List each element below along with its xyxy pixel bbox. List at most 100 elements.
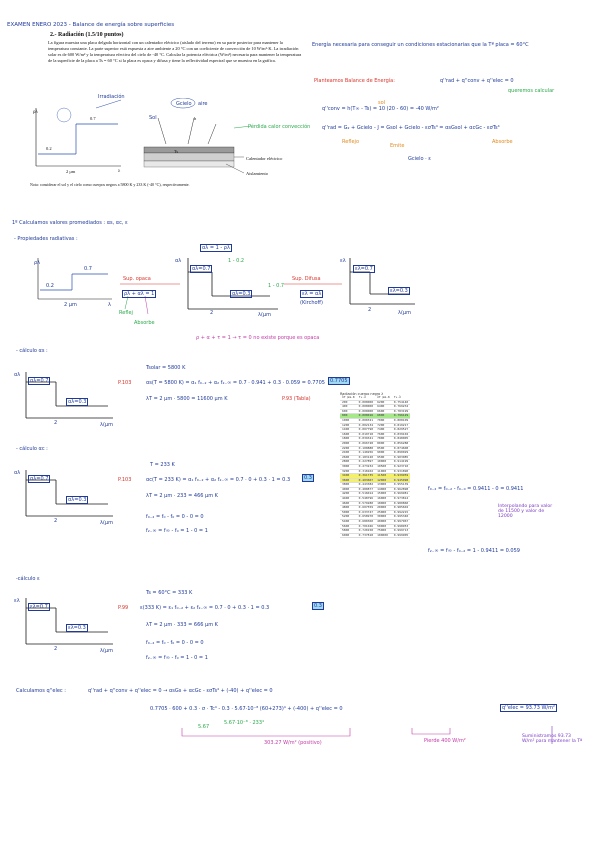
props-diagram bbox=[37, 258, 342, 315]
epsc-top: ελ=0.7 bbox=[28, 603, 50, 611]
table-cell: 0.516014 bbox=[356, 491, 376, 498]
props-rho-v2: 0.2 bbox=[46, 283, 54, 289]
table-cell: 7400 bbox=[375, 428, 392, 433]
props-rho-label: ρλ bbox=[34, 260, 41, 266]
ac-eq: αc(T = 233 K) = α₁ f₀₋₂ + α₂ f₂₋∞ = 0.7 … bbox=[146, 477, 291, 483]
table-cell: 0.680360 bbox=[356, 519, 376, 525]
table-cell: 2400 bbox=[340, 450, 357, 456]
table-col-header: λT μm·K bbox=[340, 395, 357, 401]
table-cell: 6800 bbox=[375, 414, 392, 419]
as-result: 0.7705 bbox=[328, 377, 350, 385]
alpha-x: 2 bbox=[210, 310, 214, 316]
eps-axis-label: ελ bbox=[340, 258, 346, 264]
problem-figure bbox=[35, 98, 252, 174]
epsc-bottom: ελ=0.3 bbox=[66, 624, 88, 632]
table-cell: 7200 bbox=[375, 423, 392, 429]
table-cell: 3000 bbox=[340, 464, 357, 470]
fig-sun: Sol bbox=[149, 115, 157, 121]
table-cell: 0.985602 bbox=[391, 505, 411, 511]
table-cell: 8500 bbox=[375, 446, 392, 452]
table-cell: 5000 bbox=[340, 510, 357, 516]
table-cell: 0.808109 bbox=[391, 417, 411, 424]
fig-air: aire bbox=[198, 101, 208, 107]
problem-note: Nota: considerar el sol y el cielo como … bbox=[30, 182, 190, 187]
table-cell: 0.000000 bbox=[356, 408, 376, 415]
table-cell: 0.737818 bbox=[356, 532, 376, 539]
eps-title: -cálculo ε bbox=[16, 576, 40, 582]
table-col-header: λT μm·K bbox=[375, 395, 392, 401]
table-cell: 1400 bbox=[340, 428, 357, 433]
ac-f1: f₀₋₂ = f₀ - f₀ = 0 - 0 = 0 bbox=[146, 514, 204, 520]
table-col-header: f₀₋λ bbox=[356, 395, 376, 401]
interp-note: Interpolando para valor de 11500 y valor… bbox=[498, 504, 553, 519]
table-cell: 0.039341 bbox=[356, 436, 376, 442]
fig-x: 2 μm bbox=[66, 169, 76, 174]
table-cell: 0.273232 bbox=[356, 463, 376, 470]
table-cell: 0.607559 bbox=[356, 505, 376, 511]
absorbe-label: Absorbe bbox=[134, 320, 155, 326]
table-cell: 0.796129 bbox=[391, 413, 411, 419]
rad-label-refl: Reflejo bbox=[342, 139, 359, 145]
fig-ts: Ts bbox=[174, 149, 179, 154]
table-cell: 40000 bbox=[375, 519, 392, 525]
final-braces bbox=[181, 726, 553, 744]
as-tsun: Tsolar = 5800 K bbox=[146, 365, 186, 371]
eps-f2: f₂₋∞ = f∞ - f₀ = 1 - 0 = 1 bbox=[146, 655, 208, 661]
goal-note: Energía necesaria para conseguir un cond… bbox=[312, 42, 529, 48]
table-cell: 0.973814 bbox=[391, 496, 411, 502]
table-cell: 0.720158 bbox=[356, 528, 376, 534]
final-eq2: 0.7705 · 600 + 0.3 · σ · Tc⁴ - 0.3 · 5.6… bbox=[150, 706, 343, 712]
fig-heater: Calentador eléctrico bbox=[246, 156, 283, 161]
table-cell: 0.819217 bbox=[391, 422, 411, 429]
table-cell: 0.995340 bbox=[391, 514, 411, 520]
rad-label-emit: Emite bbox=[390, 143, 405, 149]
table-cell: 5600 bbox=[340, 524, 357, 530]
eps-lt: λT = 2 μm · 333 = 666 μm K bbox=[146, 622, 218, 628]
table-cell: 0.903085 bbox=[391, 454, 411, 461]
table-cell: 11000 bbox=[375, 469, 392, 475]
fig-sky: Gcielo bbox=[176, 101, 192, 107]
table-cell: 0.227897 bbox=[356, 459, 376, 465]
alpha-r2: 1 - 0.7 bbox=[268, 283, 285, 289]
table-cell: 13000 bbox=[375, 483, 392, 488]
rad-label-gcielo: Gcielo · ε bbox=[408, 156, 432, 162]
final-eq3: q''elec = 93.73 W/m² bbox=[500, 704, 557, 712]
plate bbox=[143, 146, 235, 154]
alpha-axis-label: αλ bbox=[175, 258, 182, 264]
table-cell: 2600 bbox=[340, 455, 357, 461]
props-rho-axis: λ bbox=[108, 302, 111, 308]
final-title: Calculamos q''elec : bbox=[16, 688, 66, 694]
table-cell: 6200 bbox=[375, 400, 392, 406]
table-cell: 0.140256 bbox=[356, 450, 376, 456]
ac-result: 0.3 bbox=[302, 474, 314, 482]
kirchhoff: (Kirchoff) bbox=[300, 300, 323, 306]
problem-body: La figura muestra una placa delgada hori… bbox=[48, 40, 302, 63]
eps-calc-plot bbox=[25, 598, 113, 645]
table-cell: 1000 bbox=[340, 418, 357, 424]
table-cell: 0.701046 bbox=[356, 523, 376, 530]
fig-rho-label: ρλ bbox=[33, 110, 38, 115]
table-cell: 2000 bbox=[340, 441, 357, 447]
eps-f1: f₀₋₂ = f₀ - f₀ = 0 - 0 = 0 bbox=[146, 640, 204, 646]
table-cell: 0.997967 bbox=[391, 519, 411, 525]
table-cell: 3600 bbox=[340, 478, 357, 484]
table-cell: 0.939959 bbox=[391, 473, 411, 479]
table-cell: 0.890029 bbox=[391, 450, 411, 456]
table-cell: 3800 bbox=[340, 483, 357, 488]
as-bottom: αλ=0.3 bbox=[66, 398, 89, 406]
table-cell: 1800 bbox=[340, 437, 357, 442]
ac-f2: f₂₋∞ = f∞ - f₀ = 1 - 0 = 1 bbox=[146, 528, 208, 534]
table-cell: 4600 bbox=[340, 501, 357, 507]
as-eq: αs(T = 5800 K) = α₁ f₀₋₂ + α₂ f₂₋∞ = 0.7… bbox=[146, 380, 325, 386]
table-cell: 0.829527 bbox=[391, 427, 411, 433]
